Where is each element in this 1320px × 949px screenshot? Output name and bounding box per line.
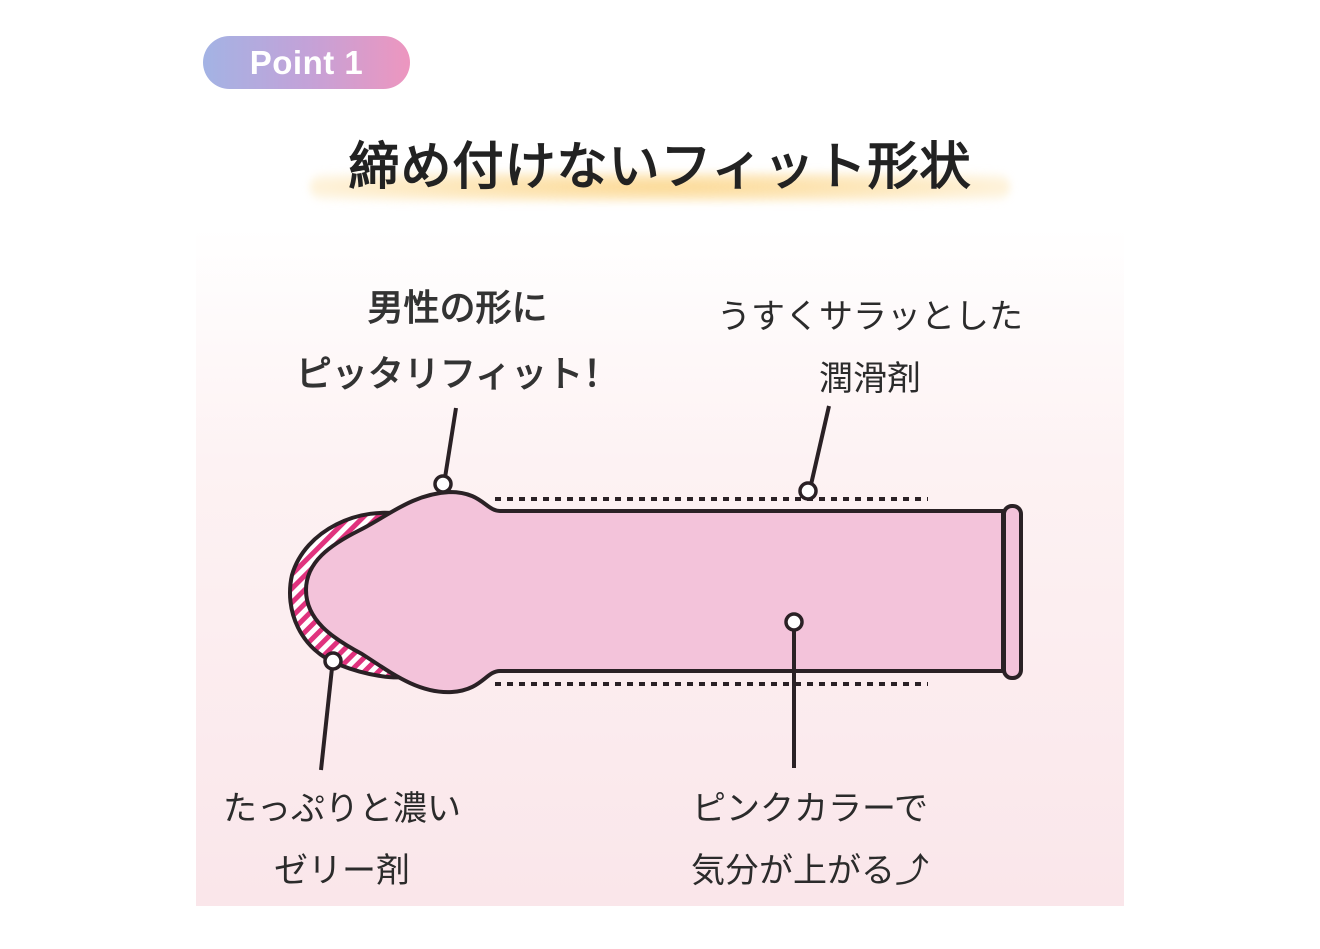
callout-jelly-line1: たっぷりと濃い bbox=[223, 789, 461, 829]
callout-fit-line1: 男性の形に bbox=[367, 288, 548, 329]
leader-line-lube bbox=[808, 405, 831, 490]
point-badge: Point 1 bbox=[203, 36, 410, 89]
callout-lube-line2: 潤滑剤 bbox=[819, 359, 921, 399]
product-body bbox=[304, 490, 1005, 695]
title-highlight bbox=[310, 172, 1010, 202]
leader-line-jelly bbox=[319, 667, 334, 771]
callout-fit: 男性の形に ピッタリフィット！ bbox=[270, 278, 645, 406]
title-block: 締め付けないフィット形状 bbox=[300, 130, 1020, 220]
product-rim bbox=[1002, 504, 1023, 680]
leader-dot-jelly bbox=[323, 651, 343, 671]
callout-color-line1: ピンクカラーで bbox=[692, 789, 928, 829]
callout-lube-line1: うすくサラッとした bbox=[717, 297, 1023, 337]
leader-dot-fit bbox=[433, 474, 453, 494]
callout-lube: うすくサラッとした 潤滑剤 bbox=[694, 286, 1046, 410]
callout-jelly: たっぷりと濃い ゼリー剤 bbox=[196, 778, 488, 902]
leader-line-fit bbox=[442, 407, 458, 485]
leader-dot-color bbox=[784, 612, 804, 632]
page-title: 締め付けないフィット形状 bbox=[348, 138, 972, 197]
point-badge-label: Point 1 bbox=[249, 43, 364, 81]
callout-color: ピンクカラーで 気分が上がる⤴ bbox=[660, 778, 960, 902]
callout-fit-line2: ピッタリフィット！ bbox=[295, 354, 620, 395]
leader-dot-lube bbox=[798, 481, 818, 501]
callout-jelly-line2: ゼリー剤 bbox=[274, 851, 410, 891]
callout-color-line2: 気分が上がる⤴ bbox=[691, 851, 929, 891]
